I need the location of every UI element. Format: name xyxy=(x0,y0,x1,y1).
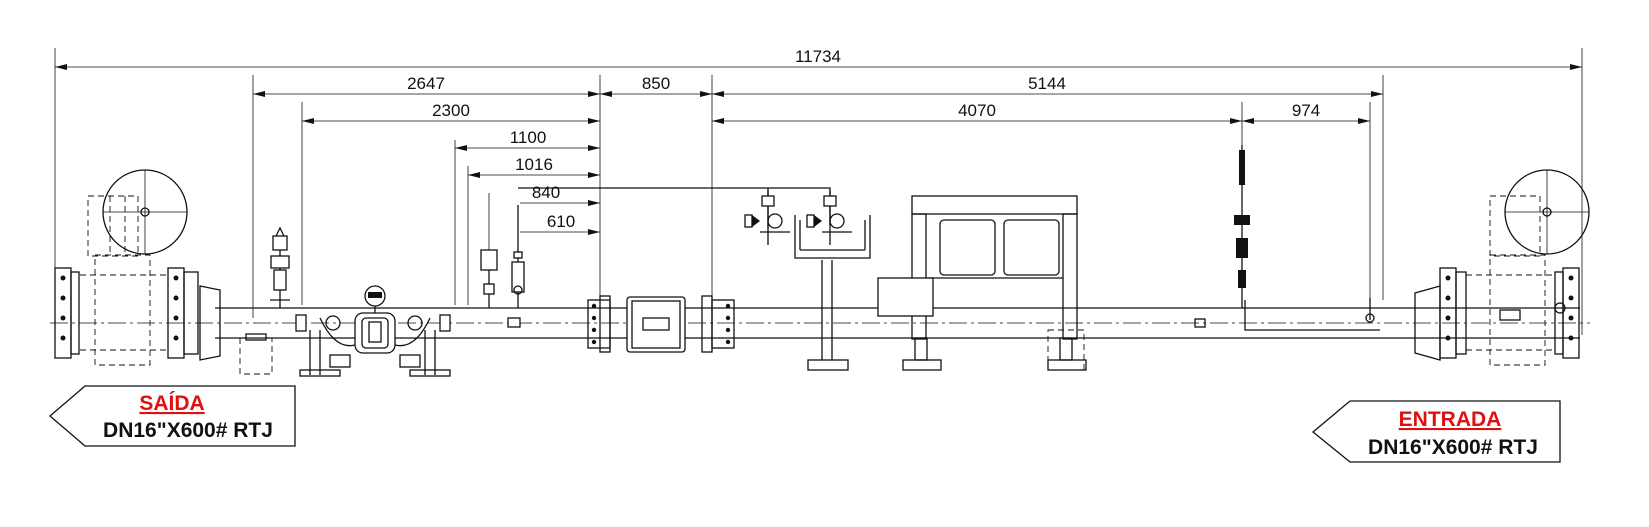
dim-840: 840 xyxy=(532,183,560,202)
dim-610: 610 xyxy=(547,212,575,231)
coriolis-meter xyxy=(295,285,451,377)
outlet-spec: DN16"X600# RTJ xyxy=(103,419,273,442)
dim-2647: 2647 xyxy=(407,74,445,93)
main-pipe xyxy=(50,285,1590,361)
dimension-lines: 11734 2647 850 5144 2300 4070 974 1100 1… xyxy=(54,47,1583,335)
sample-probe xyxy=(1194,145,1380,331)
outlet-tag: SAÍDA DN16"X600# RTJ xyxy=(49,385,296,447)
dim-850: 850 xyxy=(642,74,670,93)
outlet-ball-valve xyxy=(54,169,199,366)
pipe-supports xyxy=(239,260,1087,375)
meter-spool xyxy=(587,295,735,353)
inlet-tag-arrow xyxy=(1311,400,1561,463)
inlet-label: ENTRADA xyxy=(1399,408,1502,431)
dim-1100: 1100 xyxy=(510,128,547,147)
dim-974: 974 xyxy=(1292,101,1320,120)
dim-1016: 1016 xyxy=(515,155,553,174)
relief-valve xyxy=(270,226,290,308)
outlet-tag-arrow xyxy=(49,385,296,447)
dim-2300: 2300 xyxy=(432,101,470,120)
instrument-frame xyxy=(877,195,1078,340)
dim-4070: 4070 xyxy=(958,101,996,120)
dim-5144: 5144 xyxy=(1028,74,1066,93)
inlet-tag: ENTRADA DN16"X600# RTJ xyxy=(1311,400,1561,463)
inlet-spec: DN16"X600# RTJ xyxy=(1368,436,1538,459)
outlet-label: SAÍDA xyxy=(139,392,204,415)
gauge-panel xyxy=(744,190,871,259)
inlet-ball-valve xyxy=(1439,169,1590,366)
dim-overall: 11734 xyxy=(795,47,841,66)
